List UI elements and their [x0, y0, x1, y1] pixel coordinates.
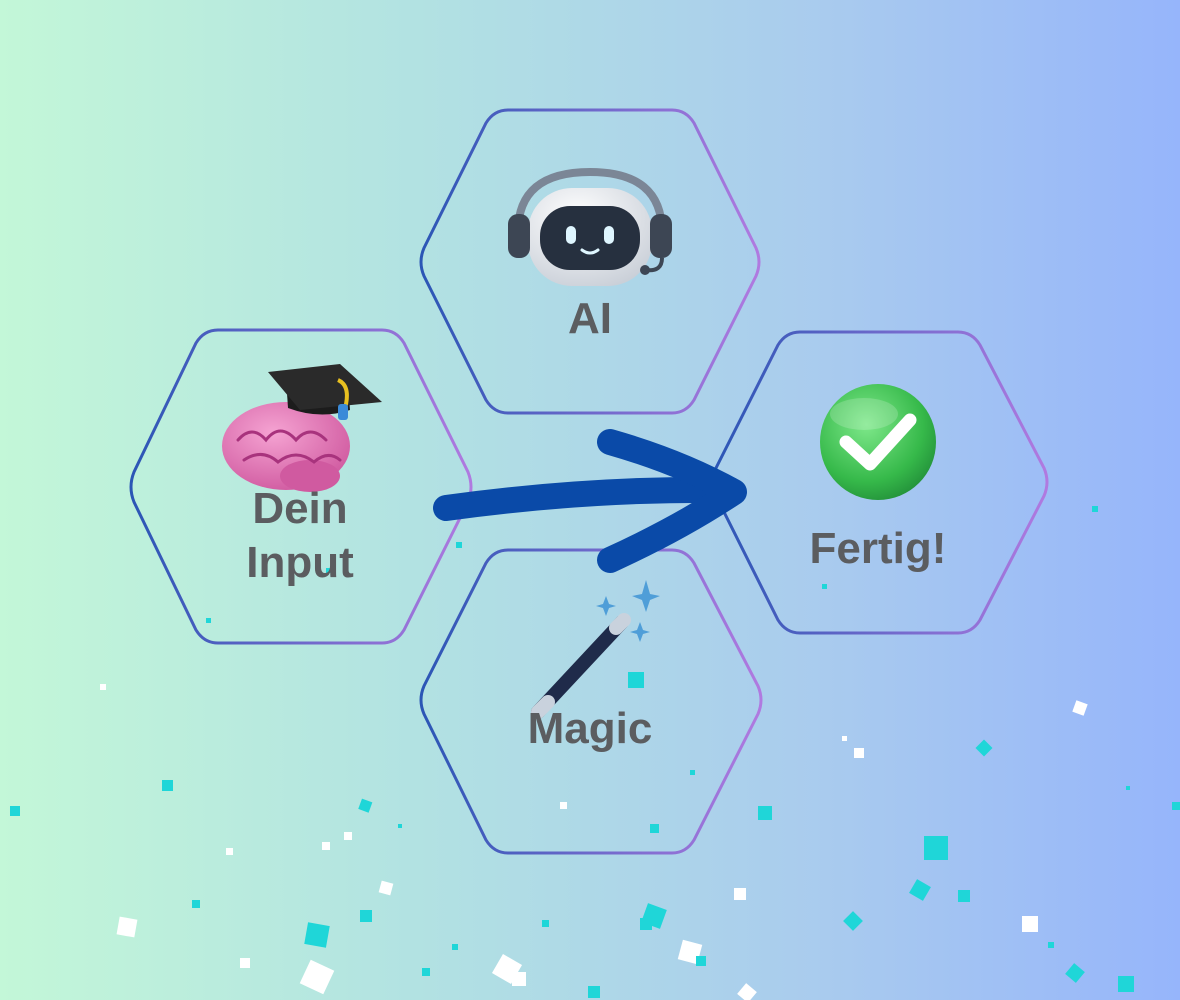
flow-arrow — [433, 429, 747, 573]
node-label-input: Dein Input — [200, 482, 400, 590]
confetti-decoration — [10, 506, 1180, 1000]
hexagon-ai — [419, 108, 761, 415]
hexagon-input — [129, 328, 473, 645]
robot-headset-icon — [508, 167, 672, 286]
magic-wand-sparkles-icon — [531, 580, 660, 719]
node-label-ai: AI — [568, 294, 612, 343]
node-label-magic: Magic — [527, 704, 653, 753]
node-label-done: Fertig! — [809, 524, 947, 573]
node-label-input-line1: Dein — [252, 484, 348, 533]
hexagon-done — [711, 330, 1049, 635]
green-checkmark-icon — [820, 384, 936, 500]
node-label-input-line2: Input — [246, 538, 354, 587]
hexagon-magic — [419, 548, 763, 855]
brain-graduation-cap-icon — [222, 364, 382, 492]
